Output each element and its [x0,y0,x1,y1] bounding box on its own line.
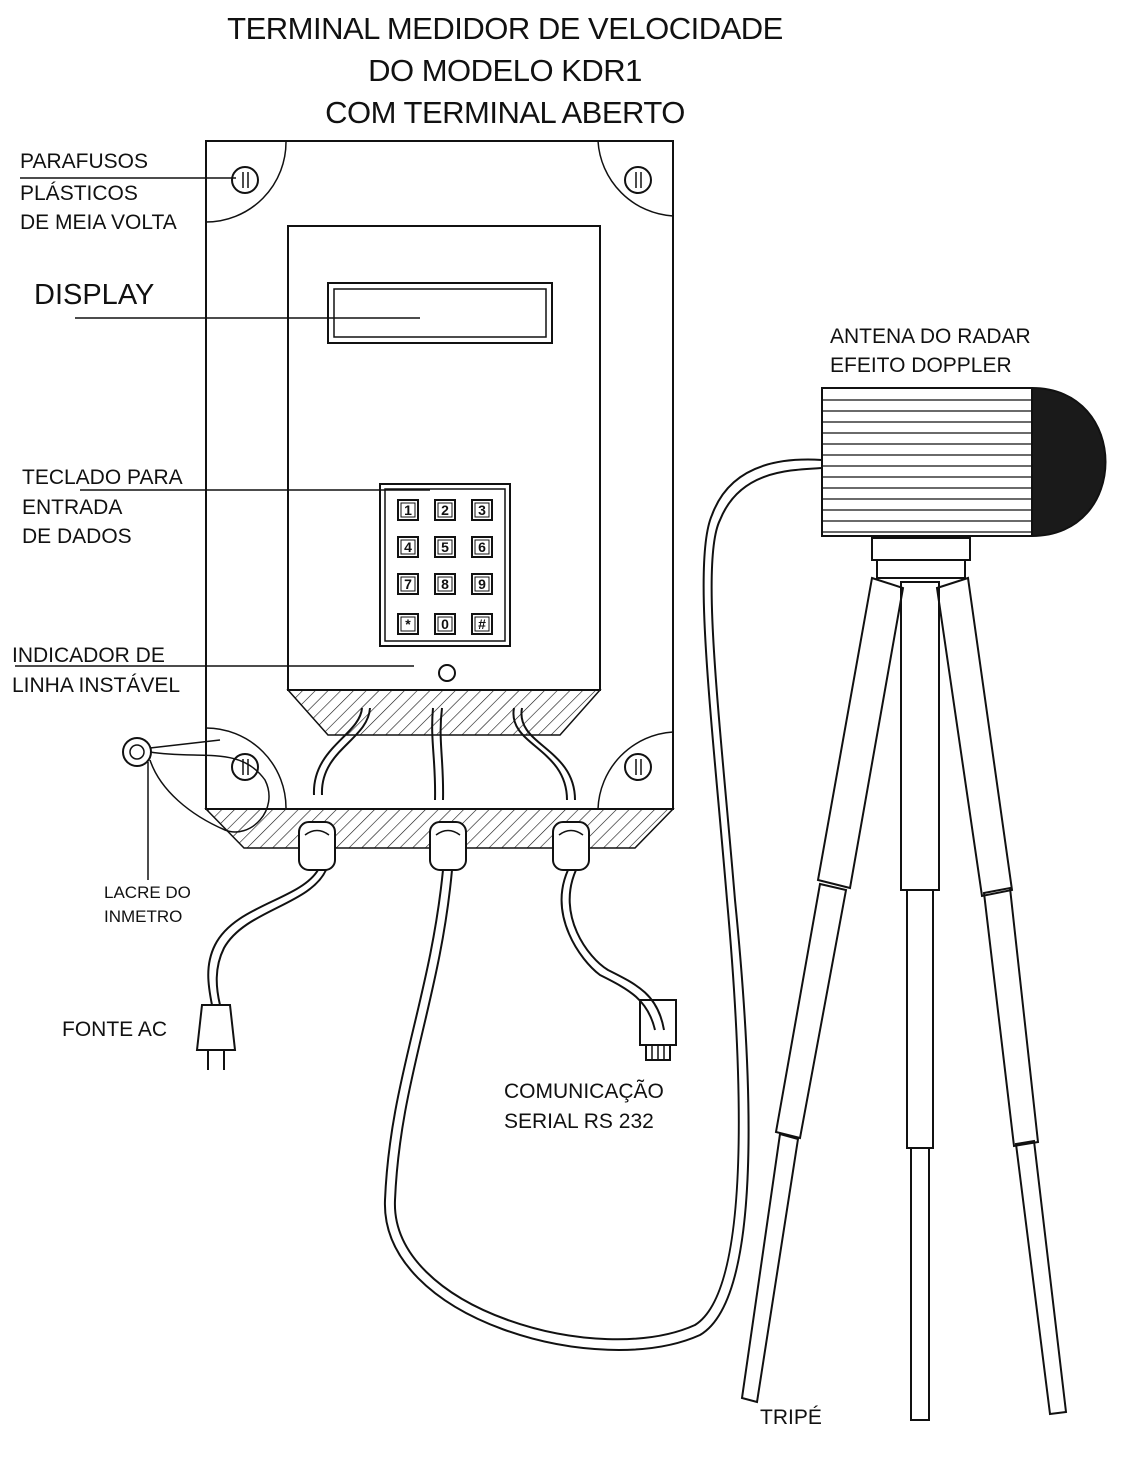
screw-icon [624,753,652,781]
cable-gland [552,821,590,871]
keypad-key: 2 [434,499,456,521]
label-keypad-1: TECLADO PARA [22,466,183,489]
keypad-keys: 1 2 3 4 5 6 7 8 9 * 0 # [397,499,493,635]
keypad-key: 1 [397,499,419,521]
screw-icon [231,166,259,194]
keypad-key-label: 7 [404,576,412,592]
label-serial-2: SERIAL RS 232 [504,1110,654,1133]
screw-icon [624,166,652,194]
keypad-key-label: 8 [441,576,449,592]
diagram-title: TERMINAL MEDIDOR DE VELOCIDADE DO MODELO… [227,11,783,130]
label-tripod: TRIPÉ [760,1406,822,1429]
keypad-key: 8 [434,573,456,595]
power-plug-icon [195,1004,237,1070]
inmetro-seal [122,737,270,880]
label-screws-3: DE MEIA VOLTA [20,211,177,234]
radar-antenna [821,386,1107,579]
screw-arc-tr [597,140,674,217]
terminal-housing: 1 2 3 4 5 6 7 8 9 * 0 # [204,140,675,871]
keypad-key: 3 [471,499,493,521]
label-screws-2: PLÁSTICOS [20,182,138,205]
title-line-1: TERMINAL MEDIDOR DE VELOCIDADE [227,11,783,46]
doppler-dome [1031,386,1107,538]
title-line-2: DO MODELO KDR1 [368,53,642,88]
screw-arc-bl [205,727,287,810]
keypad-key-label: 1 [404,502,412,518]
label-serial-1: COMUNICAÇÃO [504,1079,664,1103]
cable-gland [298,821,336,871]
keypad-key-label: 6 [478,539,486,555]
keypad-key: 5 [434,536,456,558]
labels: PARAFUSOS PLÁSTICOS DE MEIA VOLTA DISPLA… [12,150,1031,1429]
keypad-key-label: 0 [441,616,449,632]
cable-gland [429,821,467,871]
keypad-key-label: 3 [478,502,486,518]
keypad-key-label: 5 [441,539,449,555]
power-cable [207,869,319,1006]
label-antenna-1: ANTENA DO RADAR [830,325,1031,348]
display-window [327,282,553,344]
tripod [740,576,1068,1421]
label-power: FONTE AC [62,1018,167,1041]
label-keypad-3: DE DADOS [22,525,132,548]
label-indicator-1: INDICADOR DE [12,644,165,667]
inner-hatch [286,689,602,736]
label-indicator-2: LINHA INSTÁVEL [12,674,180,697]
label-antenna-2: EFEITO DOPPLER [830,354,1012,377]
keypad-key: 9 [471,573,493,595]
keypad-key-label: 9 [478,576,486,592]
keypad-key: 4 [397,536,419,558]
radar-cable [383,467,823,1351]
label-display: DISPLAY [34,279,154,311]
label-keypad-2: ENTRADA [22,496,122,519]
title-line-3: COM TERMINAL ABERTO [325,95,685,130]
screw-icon [231,753,259,781]
keypad-key: * [397,613,419,635]
leader-lines [15,177,430,667]
screw-arc-br [597,731,674,810]
keypad-key: # [471,613,493,635]
serial-connector-icon [639,999,677,1061]
keypad-key-label: 4 [404,539,412,555]
label-seal-2: INMETRO [104,907,182,926]
keypad-key: 0 [434,613,456,635]
screw-arc-tl [205,140,287,223]
label-screws-1: PARAFUSOS [20,150,148,173]
serial-cable [560,869,656,1031]
keypad-key-label: # [478,616,486,632]
indicator-lamp-icon [438,664,456,682]
label-seal-1: LACRE DO [104,883,191,902]
keypad-key: 6 [471,536,493,558]
keypad-key-label: 2 [441,502,449,518]
keypad-key-label: * [405,616,411,632]
keypad-frame [379,483,511,647]
keypad-key: 7 [397,573,419,595]
